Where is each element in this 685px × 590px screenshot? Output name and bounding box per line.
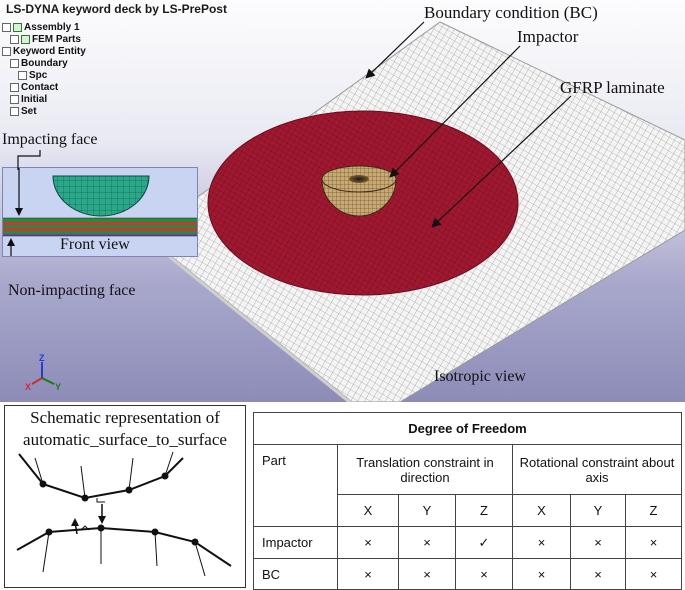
axis-header: X: [337, 494, 399, 527]
dof-cell: ×: [398, 526, 456, 559]
axis-z-label: Z: [39, 353, 45, 363]
table-row: BC × × × × × ×: [253, 558, 682, 590]
row-part: Impactor: [253, 526, 338, 559]
contact-surfaces-drawing: [16, 451, 232, 577]
header-rotation: Rotational constraint about axis: [512, 444, 682, 495]
expand-icon[interactable]: [10, 58, 19, 68]
checkbox-icon[interactable]: [13, 22, 22, 32]
label-front-view: Front view: [60, 236, 130, 253]
table-title: Degree of Freedom: [253, 412, 682, 445]
label-boundary-condition: Boundary condition (BC): [424, 3, 598, 22]
dof-cell: ×: [455, 558, 513, 590]
inset-impactor: [52, 175, 150, 217]
tree-item-assembly[interactable]: Assembly 1: [2, 22, 80, 34]
expand-icon[interactable]: [10, 34, 19, 44]
label-impactor: Impactor: [517, 27, 579, 46]
dof-cell: ×: [512, 526, 571, 559]
checkbox-icon[interactable]: [21, 34, 30, 44]
tree-item-keyword-entity[interactable]: Keyword Entity: [2, 46, 86, 58]
label-isotropic-view: Isotropic view: [434, 368, 526, 385]
expand-icon[interactable]: [2, 22, 11, 32]
header-translation: Translation constraint in direction: [337, 444, 513, 495]
front-view-inset: [2, 148, 198, 257]
dof-cell: ×: [337, 558, 399, 590]
expand-icon[interactable]: [2, 46, 11, 56]
axis-header: Z: [625, 494, 682, 527]
axis-header: Z: [455, 494, 513, 527]
lsprepost-viewport[interactable]: LS-DYNA keyword deck by LS-PrePost Assem…: [0, 0, 685, 402]
contact-schematic-panel: Schematic representation of automatic_su…: [4, 405, 246, 588]
tree-item-set[interactable]: Set: [10, 106, 37, 118]
model-scene: [144, 21, 685, 402]
tree-item-fem-parts[interactable]: FEM Parts: [10, 34, 81, 46]
label-gfrp-laminate: GFRP laminate: [560, 78, 665, 97]
schematic-title-line2: automatic_surface_to_surface: [23, 430, 227, 449]
dof-cell: ×: [625, 558, 682, 590]
table-row: Impactor × × ✓ × × ×: [253, 526, 682, 559]
dof-cell: ×: [398, 558, 456, 590]
header-part: Part: [253, 444, 338, 527]
expand-icon[interactable]: [18, 70, 27, 80]
degree-of-freedom-table: Degree of Freedom Part Translation const…: [253, 412, 682, 590]
axis-header: Y: [398, 494, 456, 527]
tree-item-contact[interactable]: Contact: [10, 82, 58, 94]
dof-cell: ×: [570, 558, 626, 590]
impacting-face-leader: [17, 150, 41, 170]
tree-item-boundary[interactable]: Boundary: [10, 58, 68, 70]
label-non-impacting-face: Non-impacting face: [8, 282, 136, 299]
front-view-drawing: [3, 148, 197, 256]
axis-header: Y: [570, 494, 626, 527]
axis-x-label: X: [25, 382, 31, 392]
label-impacting-face: Impacting face: [2, 131, 98, 148]
dof-cell: ×: [512, 558, 571, 590]
tree-item-spc[interactable]: Spc: [18, 70, 47, 82]
axis-y-label: Y: [55, 382, 61, 392]
axis-header: X: [512, 494, 571, 527]
schematic-title-line1: Schematic representation of: [30, 408, 220, 427]
impactor-body: [321, 165, 397, 217]
dof-cell: ×: [625, 526, 682, 559]
expand-icon[interactable]: [10, 82, 19, 92]
dof-cell: ×: [337, 526, 399, 559]
viewport-title: LS-DYNA keyword deck by LS-PrePost: [6, 2, 227, 16]
expand-icon[interactable]: [10, 94, 19, 104]
dof-cell: ×: [570, 526, 626, 559]
tree-item-initial[interactable]: Initial: [10, 94, 47, 106]
expand-icon[interactable]: [10, 106, 19, 116]
dof-cell: ✓: [455, 526, 513, 559]
axis-triad-icon: Z X Y: [25, 353, 61, 392]
row-part: BC: [253, 558, 338, 590]
